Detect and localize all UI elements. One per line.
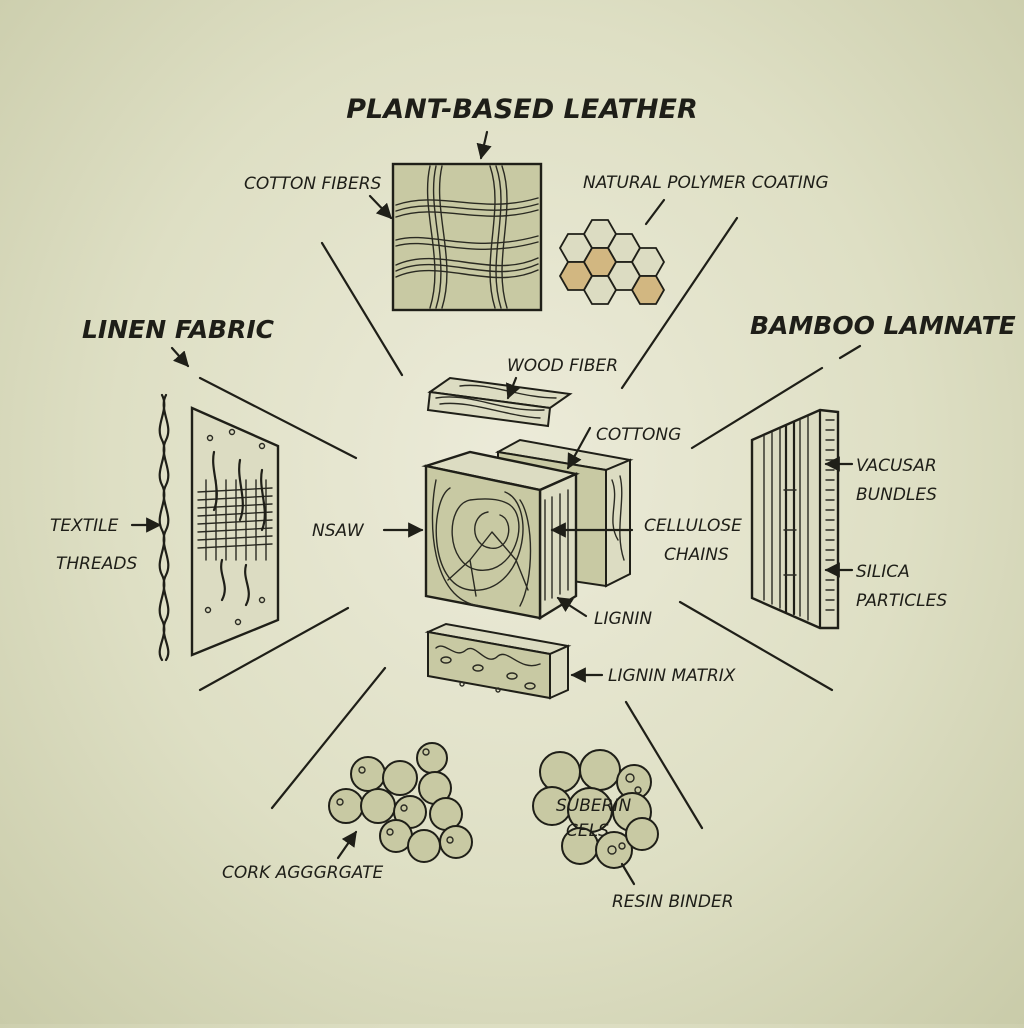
- label-cottong: COTTONG: [596, 425, 681, 445]
- diagram-title: PLANT-BASED LEATHER: [346, 94, 698, 125]
- label-bundles: BUNDLES: [856, 485, 937, 505]
- arrow-lignin: [556, 596, 588, 618]
- label-cork-aggregate: CORK AGGGRGATE: [222, 863, 384, 883]
- label-resin-binder: RESIN BINDER: [612, 892, 734, 912]
- label-cellulose: CELLULOSE: [644, 516, 742, 536]
- label-suberin: SUBERIN: [556, 796, 631, 816]
- label-natural-polymer-coating: NATURAL POLYMER COATING: [583, 173, 829, 193]
- label-vascular: VACUSAR: [856, 456, 937, 476]
- label-particles: PARTICLES: [856, 591, 947, 611]
- suberin-cell-dots: [607, 773, 642, 855]
- arrow-cotton-fibers: [368, 194, 393, 220]
- pointer-bamboo: [838, 344, 862, 360]
- label-threads: THREADS: [56, 554, 137, 574]
- wood-cube: [421, 450, 580, 621]
- pointer-resin-binder: [620, 862, 636, 886]
- textile-thread-rope-strand: [162, 393, 170, 662]
- polymer-hexagons: [558, 219, 666, 305]
- label-cotton-fibers: COTTON FIBERS: [244, 174, 382, 194]
- label-silica: SILICA: [856, 562, 910, 582]
- arrow-cork-aggregate: [336, 830, 358, 860]
- linen-fabric-panel: [190, 406, 280, 657]
- cork-cell-dots: [336, 748, 454, 844]
- label-linen-fabric: LINEN FABRIC: [82, 315, 275, 344]
- radiating-rays: [198, 216, 834, 830]
- suberin-cell-cluster: [532, 749, 659, 869]
- label-textile: TEXTILE: [50, 516, 119, 536]
- title-arrow: [476, 130, 492, 160]
- lignin-matrix-slab: [424, 622, 572, 700]
- label-wood-fiber: WOOD FIBER: [507, 356, 618, 376]
- arrow-cottong: [566, 426, 592, 470]
- cotton-fiber-weave: [391, 162, 543, 312]
- wood-fiber-slab: [426, 376, 573, 428]
- arrow-wood-fiber: [505, 376, 521, 400]
- label-lignin-matrix: LIGNIN MATRIX: [608, 666, 736, 686]
- pointer-polymer: [644, 198, 666, 226]
- label-nsaw: NSAW: [312, 521, 365, 541]
- label-chains: CHAINS: [664, 545, 729, 565]
- label-lignin: LIGNIN: [594, 609, 652, 629]
- bamboo-laminate-panel: [750, 408, 840, 630]
- cork-aggregate-cluster: [328, 742, 473, 863]
- label-cels: CELS: [566, 821, 609, 841]
- textile-thread-rope: [158, 393, 166, 662]
- arrow-linen-fabric: [170, 346, 190, 368]
- label-bamboo-laminate: BAMBOO LAMNATE: [750, 311, 1016, 340]
